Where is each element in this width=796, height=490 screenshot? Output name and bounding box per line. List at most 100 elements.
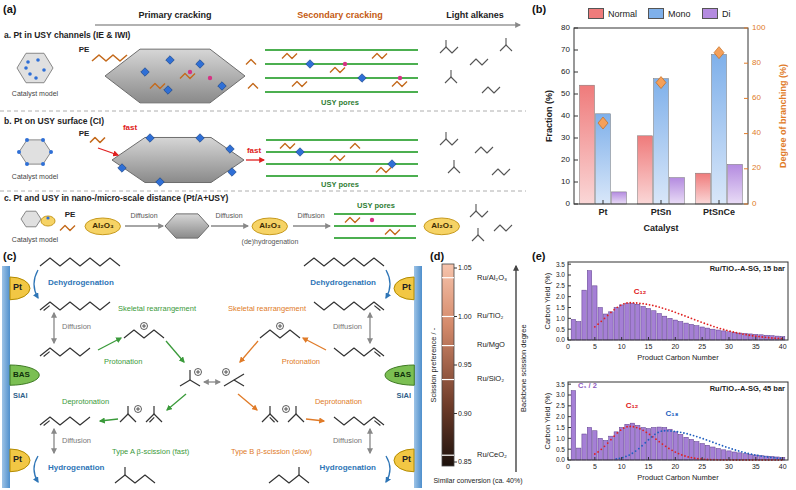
bar	[673, 432, 677, 460]
light-alkane	[492, 169, 510, 175]
bar	[571, 391, 575, 460]
peak-label: C₁₈	[666, 410, 679, 419]
charge-sign	[284, 407, 288, 411]
pt-site: Pt	[394, 449, 414, 472]
equilibrium-arrow	[204, 381, 220, 382]
pt-cluster	[118, 164, 126, 172]
fit-curve-dot	[719, 328, 721, 330]
bar	[641, 306, 645, 340]
molecule-skeleton	[295, 406, 296, 414]
node-text: BAS	[394, 371, 411, 380]
fit-curve-dot	[639, 302, 641, 304]
tick-mark	[454, 413, 457, 414]
row-title: c. Pt and USY in nano-/micro-scale dista…	[4, 194, 228, 203]
charge-sign	[136, 407, 140, 411]
tick-mark	[755, 457, 756, 460]
fit-curve-dot	[771, 337, 773, 339]
fit-curve-dot	[655, 305, 657, 307]
node-outline	[252, 218, 287, 235]
bar	[593, 431, 597, 460]
carbocation-charge	[135, 406, 142, 413]
legend-entry: Di	[702, 8, 731, 19]
node-text: Pt	[13, 455, 22, 465]
bar	[662, 428, 666, 461]
usy-pore-wall	[265, 91, 418, 93]
fit-curve-dot	[642, 429, 644, 431]
fit-curve-dot	[604, 318, 606, 320]
row-title: a. Pt in USY channels (IE & IWI)	[4, 31, 130, 40]
tick-label: 5	[593, 463, 597, 471]
tick-mark	[702, 457, 703, 460]
tick-mark	[568, 307, 571, 308]
fit-curve-dot	[773, 457, 775, 459]
bar	[670, 178, 685, 204]
plot-title: Ru/TiO₂-A-SG, 45 bar	[710, 385, 785, 393]
polymer-fragment	[280, 144, 295, 149]
fit-curve-dot	[696, 436, 698, 438]
bar	[614, 308, 618, 341]
fast-arrow	[98, 148, 118, 155]
polymer-fragment	[180, 74, 195, 79]
axis-title: Backbone scission degree	[520, 324, 528, 412]
fit-curve-dot	[607, 314, 609, 316]
node-text: Pt	[402, 283, 411, 293]
reaction-arrow	[167, 394, 186, 410]
metal-step-arrow	[34, 456, 38, 482]
bar	[678, 434, 682, 460]
pt-site: Pt	[10, 277, 30, 300]
panel-letter: (c)	[3, 250, 16, 262]
node-text: Al₂O₃	[259, 222, 280, 231]
fit-curve-dot	[735, 449, 737, 451]
peak-label: C₁₂	[634, 288, 647, 297]
bar	[700, 444, 704, 460]
text-label: PE	[79, 46, 90, 55]
tick-mark	[675, 457, 676, 460]
bar	[754, 334, 758, 340]
tick-mark	[574, 72, 578, 73]
bar	[732, 332, 736, 340]
text-label: fast	[247, 147, 261, 156]
tick-mark	[744, 28, 748, 29]
fit-curve-dot	[765, 336, 767, 338]
tick-mark	[744, 98, 748, 99]
text-label: USY pores	[321, 99, 359, 107]
polymer-fragment	[330, 156, 345, 161]
fit-curve-dot	[642, 303, 644, 305]
tick-label: 0.0	[556, 336, 565, 343]
step-label: Skeletal rearrangement	[118, 305, 196, 313]
tick-label: 0.5	[556, 326, 565, 333]
light-alkane-branch	[445, 40, 446, 47]
molecule-skeleton	[288, 414, 304, 422]
diffusion-arrow	[211, 225, 248, 226]
polymer-chain	[90, 138, 105, 143]
pt-dot	[28, 72, 32, 76]
fit-curve-dot	[613, 435, 615, 437]
reaction-arrow	[306, 419, 324, 421]
bar	[657, 427, 661, 460]
fit-curve-dot	[706, 439, 708, 441]
bar	[732, 452, 736, 460]
fit-curve-dot	[684, 455, 686, 457]
bar	[636, 425, 640, 460]
light-alkane-branch	[475, 204, 476, 211]
bar	[728, 164, 743, 204]
fit-curve-dot	[700, 321, 702, 323]
pt-cluster	[196, 60, 204, 68]
fit-curve-dot	[681, 454, 683, 456]
bar	[780, 337, 784, 340]
double-bond	[149, 417, 154, 422]
axis-title: Catalyst	[643, 224, 678, 234]
double-bond	[374, 421, 380, 426]
bar	[657, 314, 661, 340]
tick-mark	[603, 200, 604, 204]
step-label: Diffusion	[62, 323, 91, 331]
light-alkane	[500, 45, 512, 51]
molecule-skeleton	[224, 380, 244, 386]
reaction-arrow	[166, 341, 184, 362]
bar	[619, 428, 623, 461]
fit-curve-dot	[754, 454, 756, 456]
bar	[577, 448, 581, 460]
bar	[582, 290, 586, 340]
tick-label: 3.5	[556, 261, 565, 268]
molecule-skeleton	[260, 330, 300, 338]
